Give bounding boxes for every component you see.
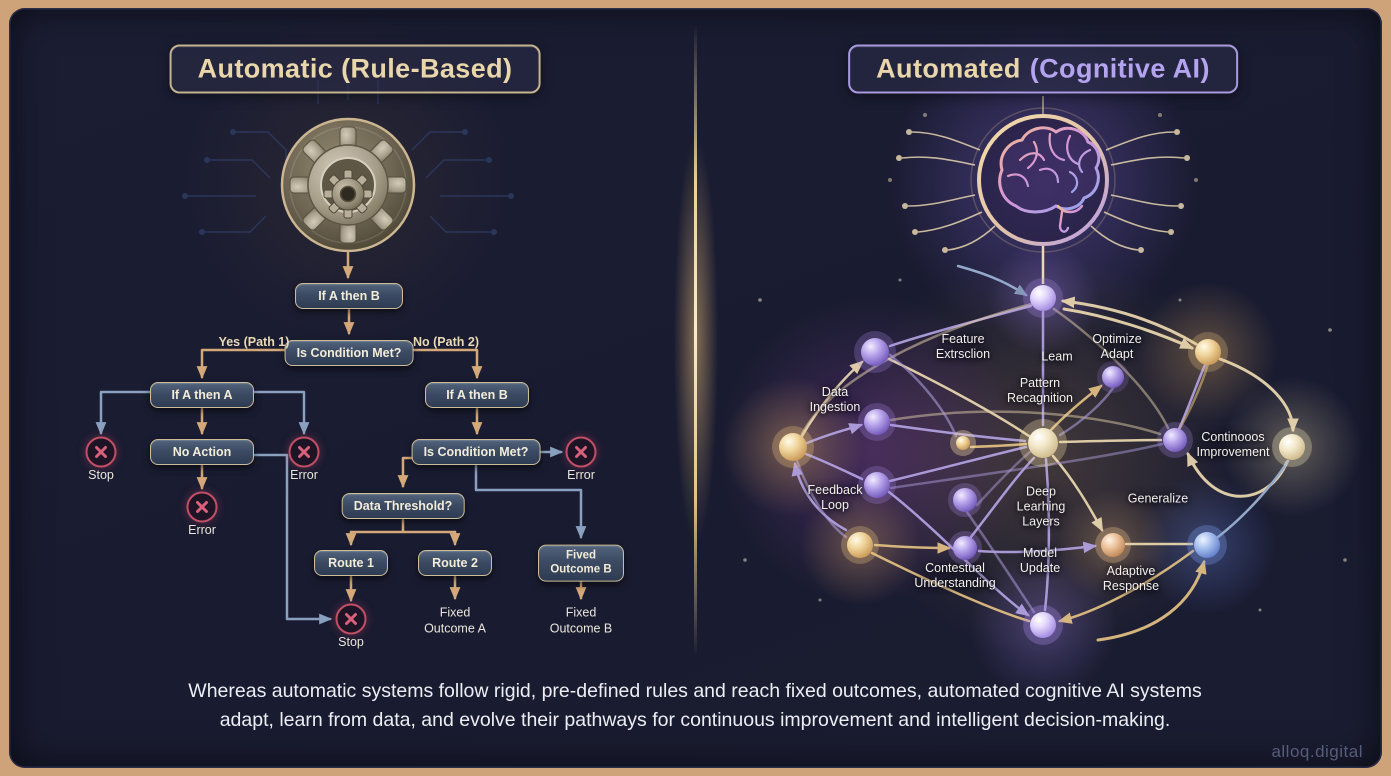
left-title: Automatic (Rule-Based) xyxy=(169,44,541,94)
yes-path-label: Yes (Path 1) xyxy=(218,335,290,349)
flow-box-no-action: No Action xyxy=(150,439,254,465)
flow-box-if-a-then-a: If A then A xyxy=(150,382,254,408)
error-x-icon xyxy=(565,436,597,468)
no-path-label: No (Path 2) xyxy=(413,335,479,349)
label-contextual-understanding: Contestual Understanding xyxy=(914,561,996,590)
flow-box-if-a-then-b: If A then B xyxy=(425,382,529,408)
flow-box-fived-outcome-b: Fived Outcome B xyxy=(538,544,624,582)
flow-box-condition1: Is Condition Met? xyxy=(284,340,414,366)
error-x-icon xyxy=(288,436,320,468)
bottom-caption: Whereas automatic systems follow rigid, … xyxy=(188,679,1202,731)
label-feature-extraction: Feature Extrsclion xyxy=(935,332,991,361)
stop-x-icon xyxy=(85,436,117,468)
label-adaptive-response: Adaptive Response xyxy=(1102,564,1160,593)
divider-line xyxy=(694,25,697,657)
label-data-ingestion: Data Ingestion xyxy=(809,385,861,414)
right-title-part1: Automated xyxy=(876,53,1021,84)
flow-box-condition2: Is Condition Met? xyxy=(411,439,541,465)
label-pattern-recognition: Pattern Recagnition xyxy=(1006,376,1074,405)
error-label: Error xyxy=(290,468,318,483)
stop-label: Stop xyxy=(88,468,114,483)
label-generalize: Generalize xyxy=(1127,491,1189,506)
right-title-part2: (Cognitive AI) xyxy=(1029,53,1210,84)
watermark: alloq.digital xyxy=(1271,742,1363,761)
stop-x-icon xyxy=(335,603,367,635)
right-title: Automated (Cognitive AI) xyxy=(848,44,1238,94)
label-deep-learning-layers: Deep Learhing Layers xyxy=(1016,484,1066,529)
error-label: Error xyxy=(188,523,216,538)
flow-box-data-threshold: Data Threshold? xyxy=(341,493,465,519)
fixed-outcome-b-label: Fixed Outcome B xyxy=(549,605,613,635)
label-learn: Leam xyxy=(1041,349,1073,364)
flow-box-start: If A then B xyxy=(295,283,403,309)
label-model-update: Model Update xyxy=(1019,546,1061,575)
label-optimize-adapt: Optimize Adapt xyxy=(1092,332,1142,361)
label-feedback-loop: Feedback Loop xyxy=(807,483,863,512)
error-x-icon xyxy=(186,491,218,523)
label-continuous-improvement: Continooos Improvement xyxy=(1196,430,1270,459)
fixed-outcome-a-label: Fixed Outcome A xyxy=(424,605,486,635)
flow-box-route2: Route 2 xyxy=(418,550,492,576)
left-title-text: Automatic (Rule-Based) xyxy=(197,53,513,84)
stop-label: Stop xyxy=(338,635,364,650)
error-label: Error xyxy=(567,468,595,483)
flow-box-route1: Route 1 xyxy=(314,550,388,576)
